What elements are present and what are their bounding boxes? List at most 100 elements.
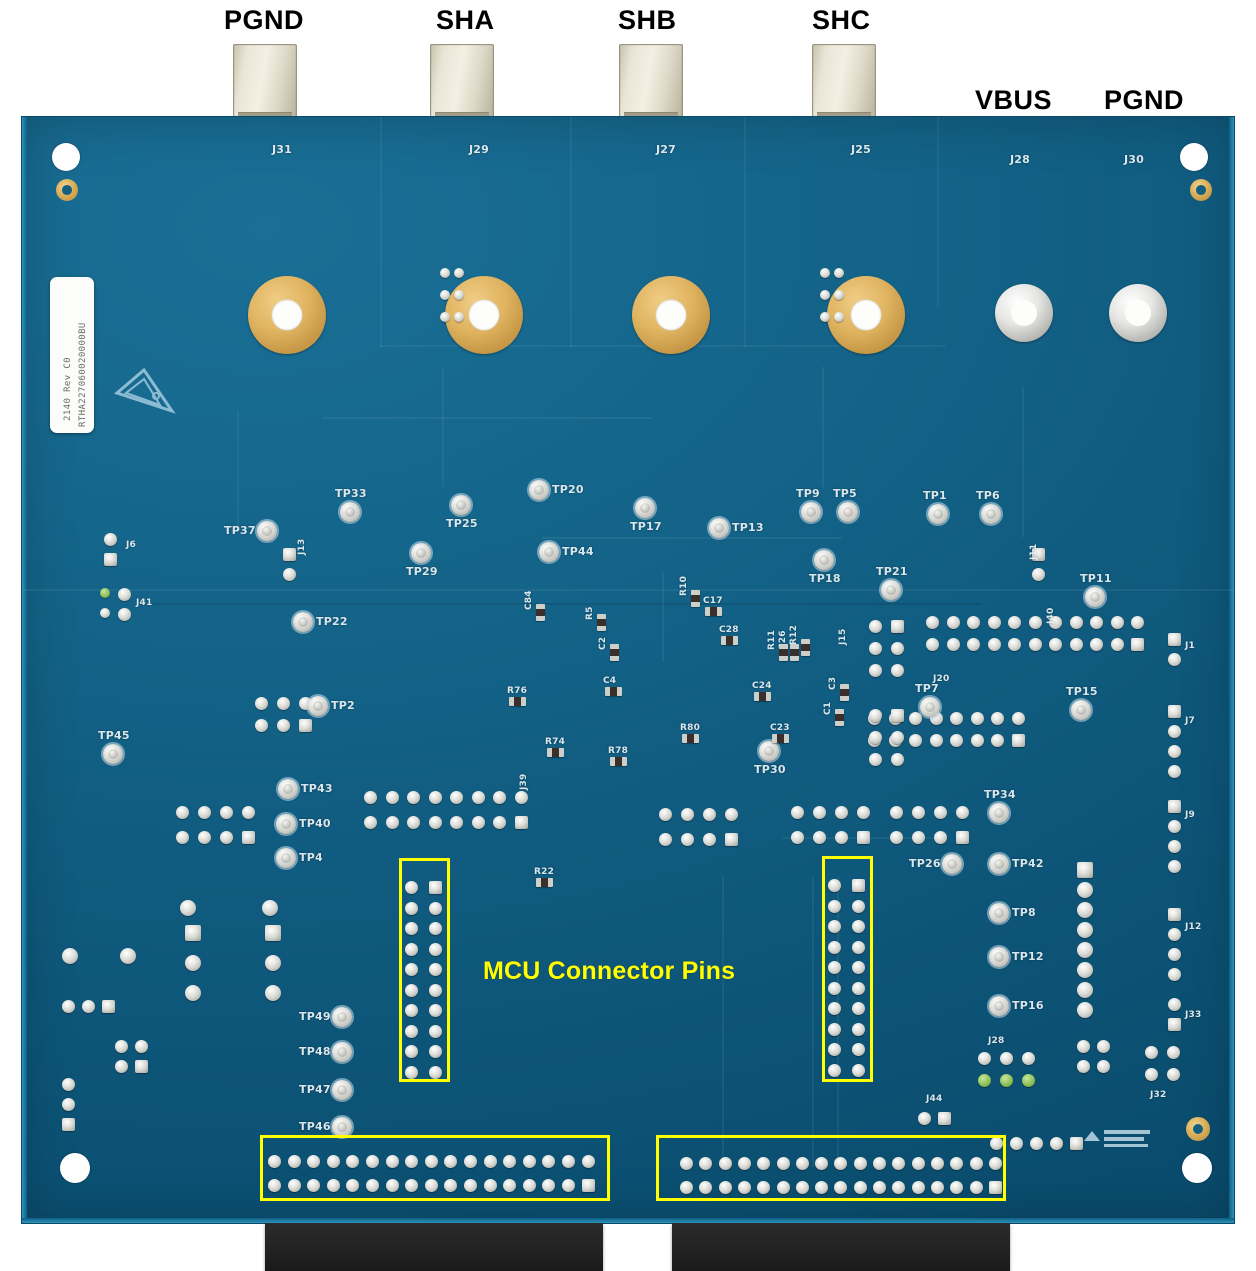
callout-shb: SHB bbox=[618, 5, 677, 35]
mcu-pins-box-left bbox=[399, 858, 450, 1082]
silk-tp17: TP17 bbox=[630, 520, 662, 533]
test-point-tp48 bbox=[332, 1042, 352, 1062]
bottom-left-connector-pad bbox=[307, 1155, 321, 1168]
br-pad-row-pad bbox=[1070, 1137, 1083, 1150]
j40-header-pad bbox=[1028, 616, 1042, 629]
tp2-block-pad bbox=[299, 719, 312, 732]
bottom-right-connector-pad bbox=[873, 1181, 886, 1194]
test-point-tp4 bbox=[276, 848, 296, 868]
silk-r22: R22 bbox=[534, 867, 555, 877]
callout-pgnd-left: PGND bbox=[224, 5, 305, 35]
silk-j31: J31 bbox=[272, 143, 293, 156]
bottom-right-connector-pad bbox=[680, 1181, 693, 1194]
aux-header-left-pad bbox=[220, 806, 233, 819]
misc-left-i-pad bbox=[62, 1098, 75, 1111]
bottom-left-connector-pad bbox=[366, 1155, 379, 1168]
bottom-left-connector-pad bbox=[287, 1179, 301, 1192]
silk-tp34: TP34 bbox=[984, 788, 1016, 801]
j39-header-pad bbox=[385, 816, 399, 829]
bottom-right-connector-pad bbox=[737, 1181, 751, 1194]
j15-block-pad bbox=[891, 642, 904, 655]
br-pad-row-pad bbox=[1050, 1137, 1063, 1150]
bottom-left-connector-pad bbox=[542, 1155, 556, 1168]
bottom-left-connector-pad bbox=[405, 1155, 419, 1168]
jack-hole-j28 bbox=[1011, 300, 1037, 326]
j15-block-pad bbox=[869, 642, 882, 655]
mid-header-a-pad bbox=[725, 833, 738, 846]
j41-led-pad bbox=[100, 588, 110, 598]
silk-tp9: TP9 bbox=[796, 487, 820, 500]
test-point-tp1 bbox=[928, 504, 948, 524]
banana-jack-shb bbox=[619, 44, 683, 121]
bottom-left-connector-pad bbox=[385, 1155, 399, 1168]
silk-tp2: TP2 bbox=[331, 699, 355, 712]
test-point-tp9 bbox=[801, 502, 821, 522]
bottom-right-connector-pad bbox=[892, 1181, 906, 1194]
j40-header-pad bbox=[946, 616, 960, 629]
bottom-left-connector-pad bbox=[522, 1155, 536, 1168]
silk-j7: J7 bbox=[1185, 716, 1196, 726]
silk-j29: J29 bbox=[469, 143, 490, 156]
top-pads-b-pad bbox=[834, 268, 844, 278]
silk-tp29: TP29 bbox=[406, 565, 438, 578]
silk-tp15: TP15 bbox=[1066, 685, 1098, 698]
silk-c23: C23 bbox=[770, 723, 790, 733]
bottom-right-connector-shell bbox=[672, 1223, 1010, 1271]
silk-tp1: TP1 bbox=[923, 489, 947, 502]
silk-tp30: TP30 bbox=[754, 763, 786, 776]
j28-header-pad bbox=[978, 1074, 991, 1087]
right-mcu-header-pad bbox=[852, 879, 865, 892]
bottom-left-connector-pad bbox=[424, 1179, 438, 1192]
silk-tp48: TP48 bbox=[299, 1045, 331, 1058]
j28-header-pad bbox=[978, 1052, 991, 1065]
bottom-left-connector-shell bbox=[265, 1223, 603, 1271]
aux-header-left-pad bbox=[176, 806, 189, 819]
smd-c26 bbox=[790, 644, 799, 661]
mid-header-c-pad bbox=[956, 831, 969, 844]
zone-divider-v1 bbox=[380, 117, 382, 347]
silk-j11: J11 bbox=[1029, 543, 1039, 560]
aux-header-left-pad bbox=[242, 806, 255, 819]
mounting-hole-bottom-right bbox=[1182, 1153, 1212, 1183]
silk-c17: C17 bbox=[703, 596, 723, 606]
smd-c23 bbox=[772, 734, 789, 743]
j32-conn-pad bbox=[1167, 1068, 1180, 1081]
misc-left-h-pad bbox=[135, 1040, 148, 1053]
j41-header-pad bbox=[118, 588, 131, 601]
bottom-left-connector-pad bbox=[483, 1155, 497, 1168]
board-edge-left bbox=[22, 117, 27, 1223]
bottom-right-connector-pad bbox=[795, 1181, 809, 1194]
mcu-pins-box-right bbox=[822, 856, 873, 1082]
bottom-right-connector-pad bbox=[737, 1157, 751, 1170]
test-point-tp47 bbox=[332, 1080, 352, 1100]
silk-r74: R74 bbox=[545, 737, 566, 747]
test-point-tp30 bbox=[759, 741, 779, 761]
test-point-tp37 bbox=[257, 521, 277, 541]
j40-header-pad bbox=[1110, 638, 1124, 651]
silk-r10: R10 bbox=[679, 575, 689, 596]
smd-r10 bbox=[691, 590, 700, 607]
aux-header-left-pad bbox=[220, 831, 233, 844]
left-mcu-header-pad bbox=[405, 942, 418, 956]
right-via-column-b-pad bbox=[1077, 1060, 1090, 1073]
left-mcu-header-pad bbox=[429, 1004, 442, 1017]
bottom-left-connector-pad bbox=[346, 1179, 360, 1192]
silk-j9: J9 bbox=[1185, 810, 1196, 820]
silk-tp33: TP33 bbox=[335, 487, 367, 500]
silk-tp16: TP16 bbox=[1012, 999, 1044, 1012]
callout-pgnd-right: PGND bbox=[1104, 85, 1185, 115]
trace-4 bbox=[142, 603, 982, 605]
test-point-tp25 bbox=[451, 495, 471, 515]
j15-block-pad bbox=[891, 664, 904, 677]
right-via-column-pad bbox=[1077, 922, 1093, 938]
silk-j1: J1 bbox=[1185, 641, 1196, 651]
right-mcu-header-pad bbox=[828, 1022, 841, 1036]
j39-header-pad bbox=[514, 816, 528, 829]
br-pad-row-pad bbox=[1030, 1137, 1043, 1150]
mid-header-c-pad bbox=[890, 806, 903, 819]
test-point-tp8 bbox=[989, 903, 1009, 923]
silk-r76: R76 bbox=[507, 686, 528, 696]
left-mcu-header-pad bbox=[429, 942, 442, 956]
left-mcu-header-pad bbox=[429, 881, 442, 894]
